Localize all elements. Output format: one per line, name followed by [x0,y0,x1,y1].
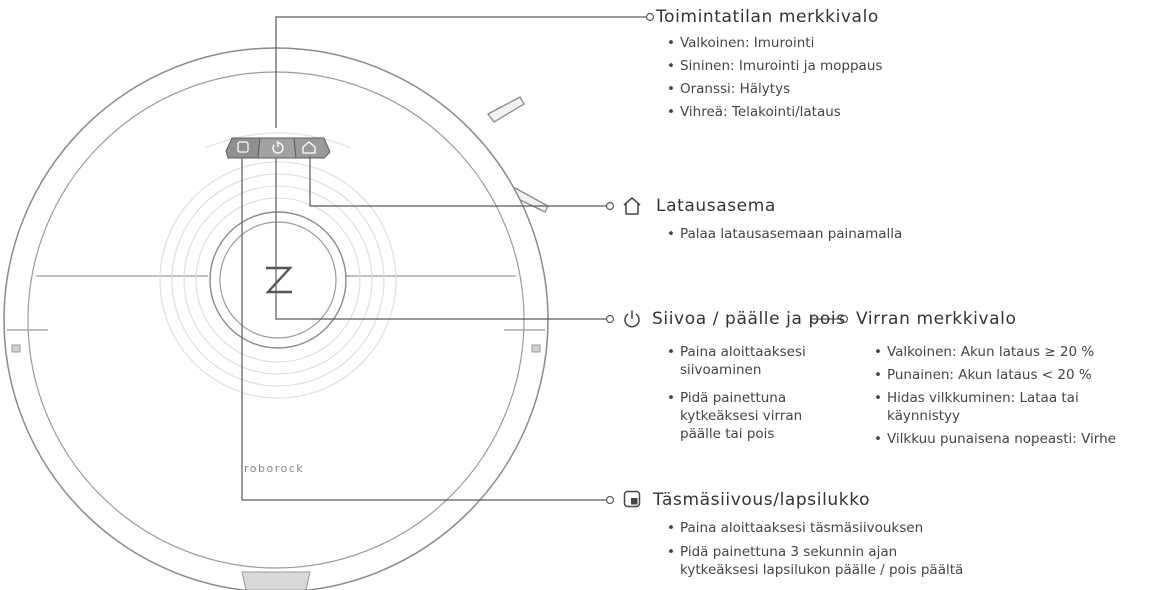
house-icon [623,197,641,215]
power-light-item: Valkoinen: Akun lataus ≥ 20 % [874,343,1094,361]
spot-clean-button[interactable] [225,137,261,159]
power-item-cont: kytkeäksesi virran [680,408,803,424]
spot-item: Pidä painettuna 3 sekunnin ajan [667,543,897,561]
power-light-item: Vilkkuu punaisena nopeasti: Virhe [874,430,1116,448]
power-item: Pidä painettuna [667,389,786,407]
mode-light-item: Valkoinen: Imurointi [667,34,814,52]
leader-lines [241,12,849,505]
spot-item: Paina aloittaaksesi täsmäsiivouksen [667,519,923,537]
dock-title: Latausasema [656,196,776,216]
spot-item-cont: kytkeäksesi lapsilukon päälle / pois pää… [680,562,964,578]
power-title: Siivoa / päälle ja pois [652,309,846,329]
power-button[interactable] [257,137,297,159]
spot-clean-icon [623,490,641,508]
power-light-item-cont: käynnistyy [887,408,961,424]
mode-light-item: Oranssi: Hälytys [667,80,790,98]
dock-item: Palaa latausasemaan painamalla [667,225,902,243]
spot-title: Täsmäsiivous/lapsilukko [653,490,871,510]
power-item-cont: siivoaminen [680,362,762,378]
power-light-item: Punainen: Akun lataus < 20 % [874,366,1092,384]
button-panel [225,137,331,159]
power-item-cont: päälle tai pois [680,426,775,442]
mode-light-item: Vihreä: Telakointi/lataus [667,103,841,121]
dock-button[interactable] [293,137,331,159]
lidar-glow [159,161,397,399]
power-icon [624,310,640,328]
power-item: Paina aloittaaksesi [667,343,806,361]
power-light-title: Virran merkkivalo [856,309,1017,329]
mode-light-title: Toimintatilan merkkivalo [656,7,879,27]
mode-light-item: Sininen: Imurointi ja moppaus [667,57,882,75]
roborock-z-logo [265,266,293,294]
power-light-item: Hidas vilkkuminen: Lataa tai [874,389,1079,407]
robot-brand-logo: roborock [244,462,305,475]
